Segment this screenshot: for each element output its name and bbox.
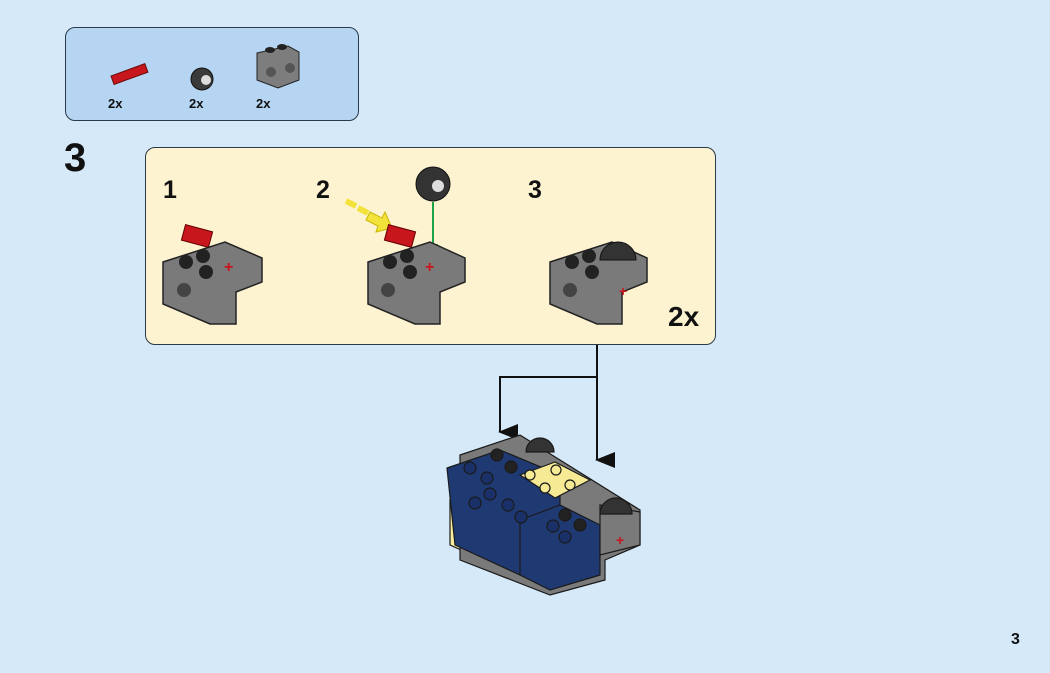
parts-illustrations	[110, 44, 300, 91]
substep-1-brick-illustration: +	[162, 224, 263, 325]
gray-brick-icon	[256, 44, 300, 89]
part-quantity: 2x	[256, 96, 271, 111]
substep-number: 1	[163, 176, 177, 204]
svg-text:+: +	[425, 259, 434, 276]
substep-number: 2	[316, 176, 330, 204]
multiplier-label: 2x	[668, 301, 700, 332]
substep-3-brick-illustration: +	[549, 241, 648, 325]
placement-arrows	[498, 345, 615, 468]
svg-text:+: +	[619, 283, 627, 299]
substep-number: 3	[528, 176, 542, 204]
svg-text:+: +	[616, 532, 624, 548]
page-number: 3	[1011, 631, 1020, 648]
red-axle-connector-icon	[110, 63, 149, 86]
assembled-model-illustration: +	[446, 434, 641, 596]
part-quantity: 2x	[189, 96, 204, 111]
wheel-icon	[190, 67, 214, 91]
svg-text:+: +	[224, 259, 233, 276]
parts-list-callout: 2x 2x 2x	[65, 27, 359, 121]
substep-2-brick-illustration: +	[344, 166, 466, 325]
step-number: 3	[64, 136, 87, 180]
part-quantity: 2x	[108, 96, 123, 111]
